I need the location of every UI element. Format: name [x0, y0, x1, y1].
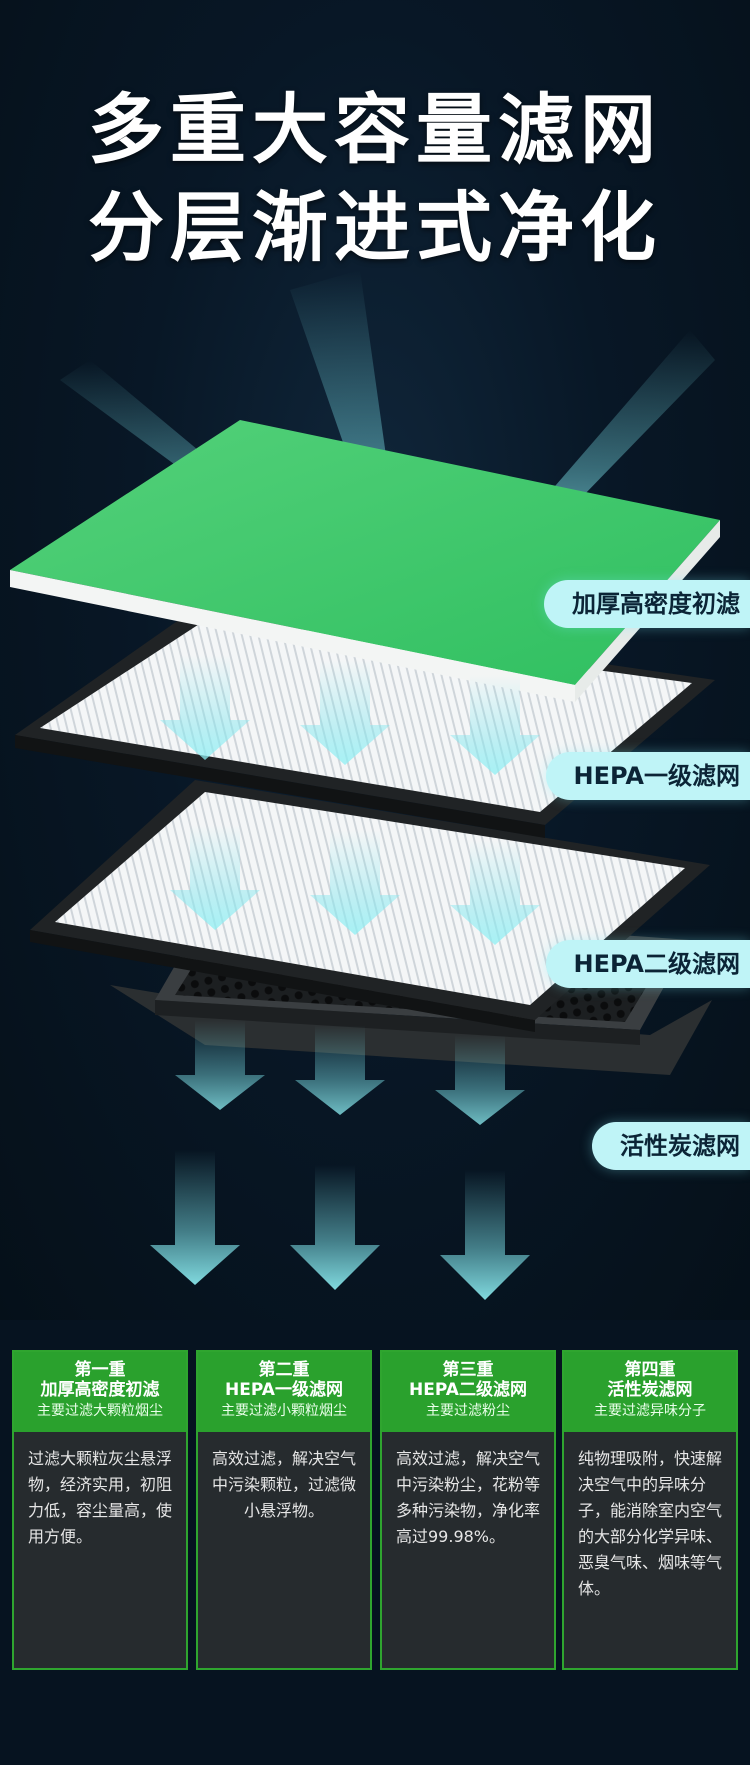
stage-subtitle: 主要过滤大颗粒烟尘	[37, 1403, 163, 1419]
headline-line-2: 分层渐进式净化	[88, 183, 662, 272]
layer-tag-hepa-1: HEPA一级滤网	[545, 752, 750, 800]
stage-card-3: 第三重 HEPA二级滤网 主要过滤粉尘 高效过滤，解决空气中污染粉尘，花粉等多种…	[380, 1350, 556, 1670]
stage-subtitle: 主要过滤异味分子	[594, 1403, 706, 1419]
stage-name: 加厚高密度初滤	[40, 1380, 160, 1400]
layer-tag-carbon: 活性炭滤网	[592, 1122, 750, 1170]
airflow-middle-beams	[160, 655, 540, 1125]
stage-card-header: 第二重 HEPA一级滤网 主要过滤小颗粒烟尘	[198, 1352, 370, 1432]
stage-name: HEPA二级滤网	[409, 1380, 527, 1400]
stage-card-1: 第一重 加厚高密度初滤 主要过滤大颗粒烟尘 过滤大颗粒灰尘悬浮物，经济实用，初阻…	[12, 1350, 188, 1670]
stage-number: 第三重	[442, 1360, 494, 1380]
stage-card-header: 第四重 活性炭滤网 主要过滤异味分子	[564, 1352, 736, 1432]
stage-description: 高效过滤，解决空气中污染颗粒，过滤微小悬浮物。	[211, 1449, 356, 1520]
stage-subtitle: 主要过滤小颗粒烟尘	[221, 1403, 347, 1419]
filter-stack-illustration	[10, 270, 720, 1300]
stage-number: 第一重	[74, 1360, 126, 1380]
stage-description: 高效过滤，解决空气中污染粉尘，花粉等多种污染物，净化率高过99.98%。	[396, 1449, 541, 1546]
stage-card-2: 第二重 HEPA一级滤网 主要过滤小颗粒烟尘 高效过滤，解决空气中污染颗粒，过滤…	[196, 1350, 372, 1670]
stage-subtitle: 主要过滤粉尘	[426, 1403, 510, 1419]
filter-stage-cards: 第一重 加厚高密度初滤 主要过滤大颗粒烟尘 过滤大颗粒灰尘悬浮物，经济实用，初阻…	[12, 1350, 738, 1670]
stage-description: 过滤大颗粒灰尘悬浮物，经济实用，初阻力低，容尘量高，使用方便。	[28, 1449, 173, 1546]
layer-tag-prefilter: 加厚高密度初滤	[544, 580, 750, 628]
stage-number: 第四重	[624, 1360, 676, 1380]
stage-card-header: 第三重 HEPA二级滤网 主要过滤粉尘	[382, 1352, 554, 1432]
headline-line-1: 多重大容量滤网	[88, 85, 662, 174]
airflow-output-arrows	[150, 1150, 530, 1300]
stage-number: 第二重	[258, 1360, 310, 1380]
layer-tag-hepa-2: HEPA二级滤网	[545, 940, 750, 988]
stage-name: 活性炭滤网	[607, 1380, 693, 1400]
stage-card-4: 第四重 活性炭滤网 主要过滤异味分子 纯物理吸附，快速解决空气中的异味分子，能消…	[562, 1350, 738, 1670]
stage-card-header: 第一重 加厚高密度初滤 主要过滤大颗粒烟尘	[14, 1352, 186, 1432]
stage-name: HEPA一级滤网	[225, 1380, 343, 1400]
stage-description: 纯物理吸附，快速解决空气中的异味分子，能消除室内空气的大部分化学异味、恶臭气味、…	[578, 1449, 723, 1598]
